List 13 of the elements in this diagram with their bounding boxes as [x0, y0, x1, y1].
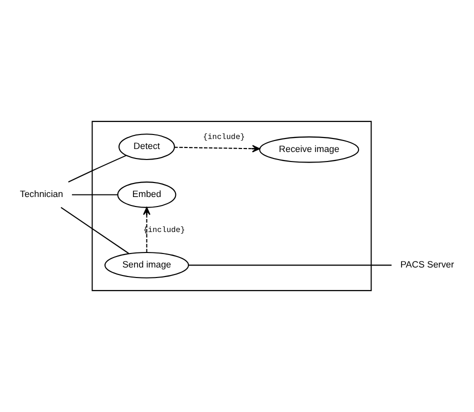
- node-text: PACS Server: [400, 260, 454, 270]
- cluster: [92, 120, 372, 292]
- arrow: [174, 144, 260, 152]
- node-ellipse: Detect: [118, 134, 175, 160]
- connector: [188, 264, 392, 266]
- node-ellipse: Receive image: [259, 136, 360, 163]
- arrow: [143, 207, 150, 252]
- connector: [68, 154, 126, 182]
- node-ellipse: Embed: [117, 182, 176, 208]
- node-ellipse: Send image: [104, 252, 190, 278]
- connector: [60, 207, 130, 254]
- connector: [72, 194, 118, 196]
- node-text: Technician: [20, 189, 64, 200]
